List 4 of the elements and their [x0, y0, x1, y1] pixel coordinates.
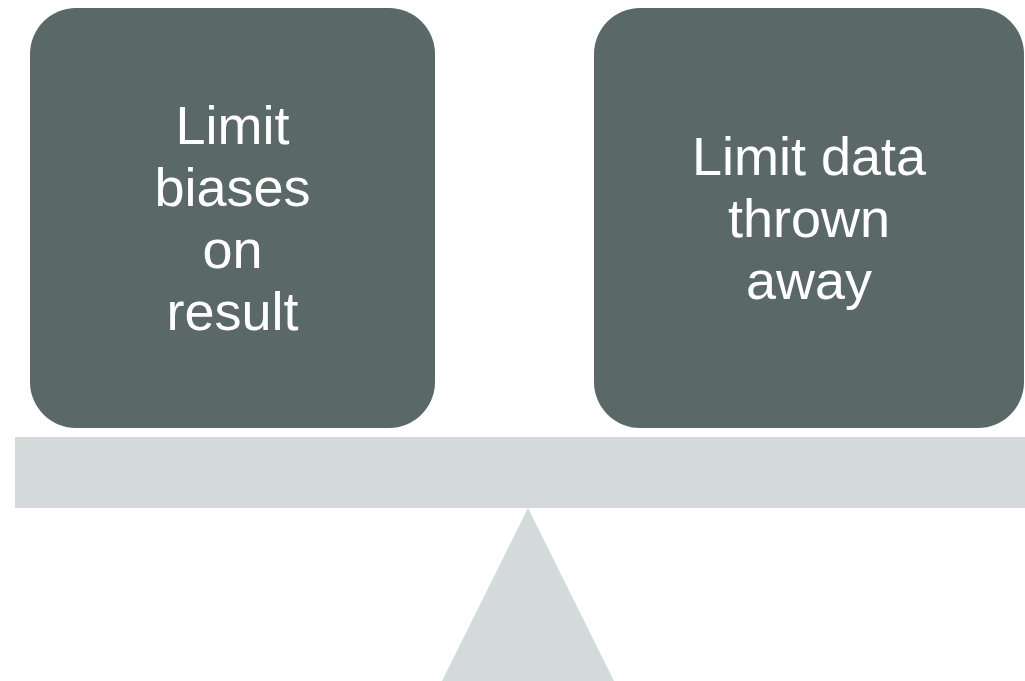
box-label: Limit biases on result	[153, 93, 312, 343]
box-label: Limit data thrown away	[690, 124, 928, 312]
weight-box	[30, 8, 435, 428]
weight-box	[594, 8, 1024, 428]
